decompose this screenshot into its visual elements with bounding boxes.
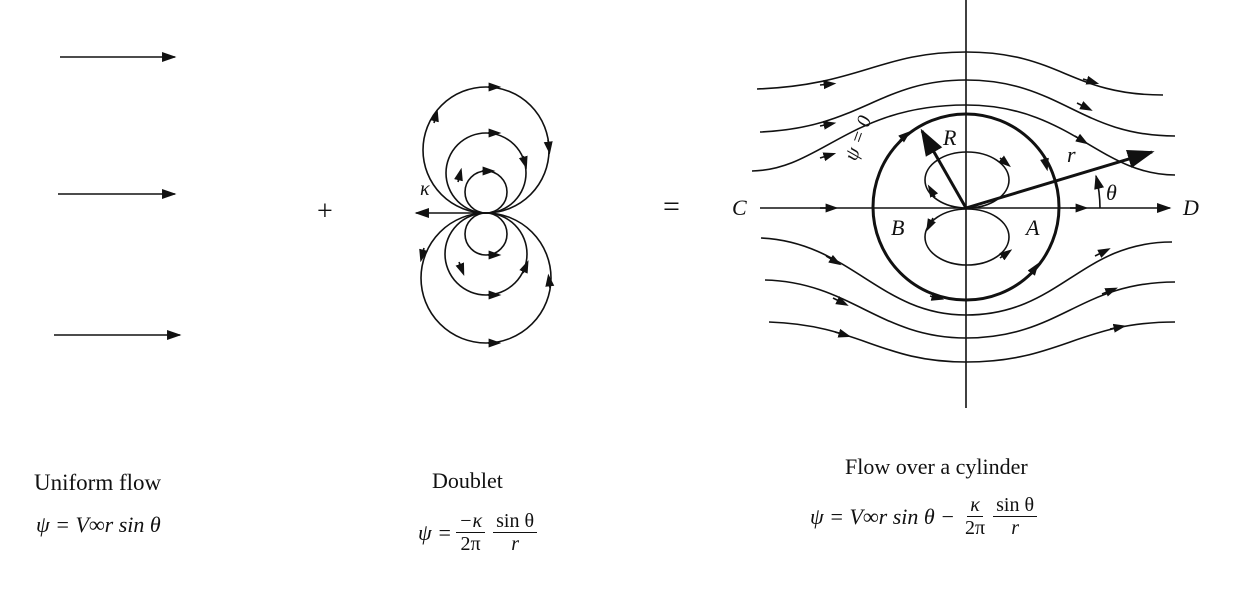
cylinder-circle: [871, 112, 1061, 302]
radius-r-label: r: [1067, 142, 1076, 167]
radius-r-arrow: [965, 149, 1155, 210]
cylinder-title: Flow over a cylinder: [845, 454, 1028, 479]
plus-operator: +: [317, 196, 333, 227]
equals-operator: =: [663, 190, 680, 223]
fraction-denominator: 2π: [460, 533, 481, 555]
point-B-label: B: [891, 215, 905, 240]
fraction-denominator: r: [511, 533, 519, 555]
fraction-numerator: κ: [967, 494, 983, 517]
fraction-numerator: −κ: [456, 510, 486, 533]
fraction-numerator: sin θ: [993, 494, 1038, 517]
cylinder-streamlines: [751, 51, 1176, 363]
kappa-label: κ: [420, 178, 430, 200]
point-C-label: C: [732, 195, 747, 220]
equation-lhs: ψ =: [418, 519, 453, 545]
doublet-title: Doublet: [432, 468, 503, 493]
fraction-denominator: r: [1011, 517, 1019, 539]
doublet-streamlines: [419, 82, 555, 348]
uniform-flow-arrows: [54, 51, 182, 341]
equation-lhs: ψ = V∞r sin θ −: [810, 503, 956, 529]
fraction-numerator: sin θ: [493, 510, 538, 533]
point-A-label: A: [1026, 215, 1040, 240]
radius-R-arrow: [920, 128, 968, 209]
theta-arc: [1094, 174, 1105, 209]
radius-R-label: R: [943, 125, 957, 150]
theta-label: θ: [1106, 180, 1117, 205]
uniform-flow-title: Uniform flow: [34, 470, 162, 495]
point-D-label: D: [1183, 195, 1199, 220]
fraction-denominator: 2π: [965, 517, 986, 539]
uniform-flow-equation: ψ = V∞r sin θ: [36, 512, 161, 537]
